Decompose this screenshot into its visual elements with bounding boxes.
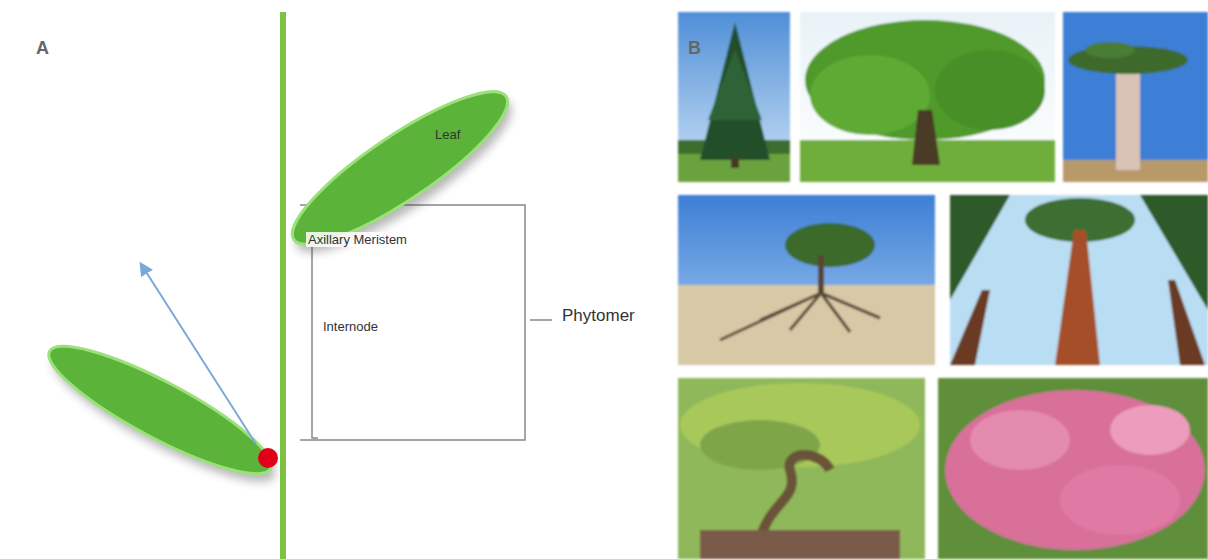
phytomer-bracket: [300, 205, 552, 440]
axillary-meristem-dot: [258, 448, 278, 468]
panel-letter: B: [688, 38, 701, 59]
part-label: Axillary Meristem: [306, 232, 409, 247]
part-label: Internode: [323, 319, 378, 334]
leaf-label: Leaf: [435, 127, 460, 142]
stem: [283, 12, 284, 559]
panel-letter: A: [36, 38, 49, 59]
tree-photos: [678, 12, 1208, 559]
lower-leaf: [36, 327, 287, 502]
part-label: Phytomer: [562, 306, 635, 326]
growth-arrow: [141, 264, 256, 444]
